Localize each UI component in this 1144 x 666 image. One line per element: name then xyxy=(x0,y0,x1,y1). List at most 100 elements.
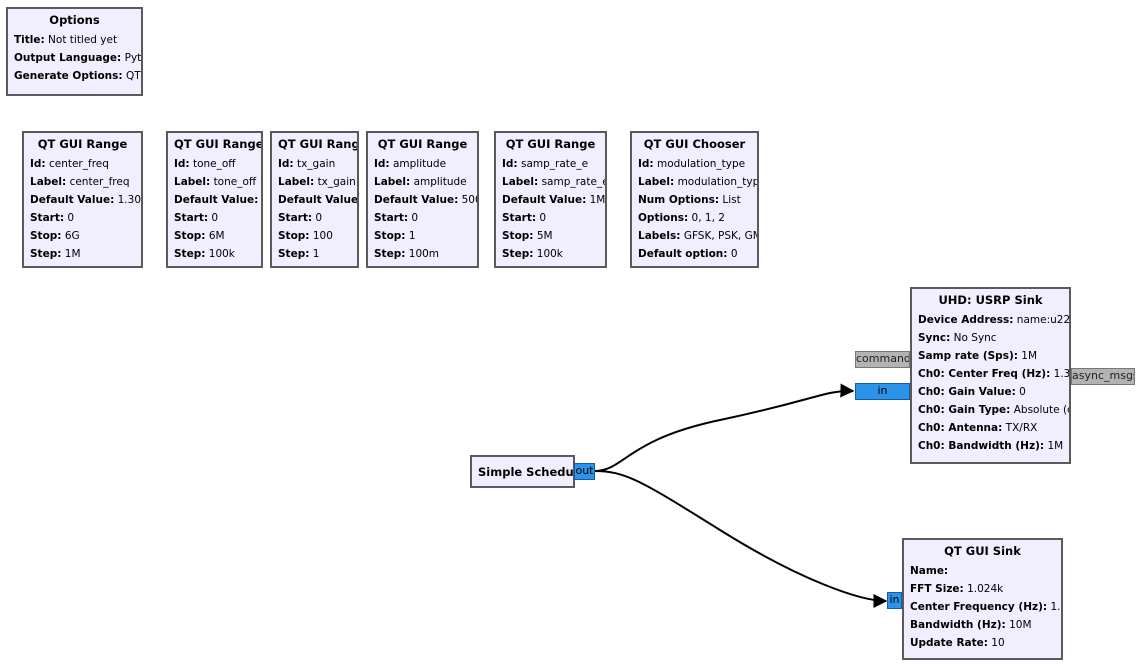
param-value: 10 xyxy=(991,637,1005,649)
param-row: Step: 1M xyxy=(30,245,135,263)
param-value: 1M xyxy=(1021,350,1038,362)
param-row: Center Frequency (Hz): 1.302G xyxy=(910,598,1061,616)
param-row: Id: tone_off xyxy=(174,155,255,173)
param-value: 1.302G xyxy=(1053,368,1071,380)
param-value: 1.302G xyxy=(1050,601,1061,613)
param-value: 10M xyxy=(1009,619,1032,631)
param-key: Bandwidth (Hz): xyxy=(910,619,1006,631)
param-row: Num Options: List xyxy=(638,191,751,209)
param-value: 1M xyxy=(589,194,606,206)
param-value: 100m xyxy=(408,248,440,260)
wire-scheduler-to-usrp[interactable] xyxy=(593,383,855,472)
param-row: Label: modulation_type xyxy=(638,173,757,191)
param-row: Step: 100k xyxy=(174,245,255,263)
param-row: Step: 100m xyxy=(374,245,471,263)
param-row: Label: amplitude xyxy=(374,173,471,191)
param-row: Stop: 6G xyxy=(30,227,135,245)
param-row: Options: 0, 1, 2 xyxy=(638,209,751,227)
scheduler-out-port[interactable]: out xyxy=(574,463,595,480)
param-key: Stop: xyxy=(174,230,206,242)
param-key: Name: xyxy=(910,565,949,577)
param-value: tone_off xyxy=(213,176,257,188)
param-value: 0 xyxy=(411,212,419,224)
param-value: 6M xyxy=(208,230,225,242)
uhd-usrp-sink-block[interactable]: UHD: USRP Sink Device Address: name:u220… xyxy=(910,287,1071,464)
param-row: Id: tx_gain xyxy=(278,155,351,173)
param-value: tx_gain xyxy=(296,158,336,170)
param-row: Bandwidth (Hz): 10M xyxy=(910,616,1055,634)
param-value: amplitude xyxy=(392,158,447,170)
param-row: Samp rate (Sps): 1M xyxy=(918,347,1063,365)
param-value: 1.302G xyxy=(117,194,142,206)
param-value: 1 xyxy=(312,248,320,260)
param-key: Label: xyxy=(374,176,411,188)
param-value: samp_rate_e xyxy=(520,158,589,170)
param-key: Ch0: Antenna: xyxy=(918,422,1003,434)
wire-scheduler-to-qt-sink[interactable] xyxy=(593,470,888,608)
param-key: Ch0: Gain Type: xyxy=(918,404,1011,416)
param-row: Default option: 0 xyxy=(638,245,751,263)
param-value: modulation_type xyxy=(677,176,759,188)
param-row: Start: 0 xyxy=(374,209,471,227)
param-key: Id: xyxy=(278,158,294,170)
param-value: 0, 1, 2 xyxy=(691,212,725,224)
block-title: QT GUI Range xyxy=(174,137,263,151)
param-row: Default Value: 1.302G xyxy=(30,191,141,209)
param-value: center_freq xyxy=(69,176,130,188)
usrp-command-port[interactable]: command xyxy=(855,351,910,368)
param-row: Start: 0 xyxy=(174,209,255,227)
param-key: Samp rate (Sps): xyxy=(918,350,1018,362)
param-key: Labels: xyxy=(638,230,681,242)
param-row: Generate Options: QT GUI xyxy=(14,67,141,85)
param-key: Stop: xyxy=(30,230,62,242)
param-row: FFT Size: 1.024k xyxy=(910,580,1055,598)
param-key: Default Value: xyxy=(174,194,259,206)
param-key: Stop: xyxy=(278,230,310,242)
param-value: modulation_type xyxy=(656,158,746,170)
param-key: Default Value: xyxy=(278,194,359,206)
param-key: Start: xyxy=(278,212,313,224)
param-key: Label: xyxy=(502,176,539,188)
param-key: Id: xyxy=(374,158,390,170)
param-value: tone_off xyxy=(192,158,236,170)
param-key: Output Language: xyxy=(14,52,122,64)
param-row: Label: samp_rate_e xyxy=(502,173,605,191)
param-row: Default Value: 1M xyxy=(502,191,605,209)
param-value: Absolute (dB) xyxy=(1013,404,1069,416)
param-row: Stop: 100 xyxy=(278,227,351,245)
param-value: QT GUI xyxy=(125,70,141,82)
usrp-in-port[interactable]: in xyxy=(855,383,910,400)
param-row: Step: 100k xyxy=(502,245,599,263)
param-value: List xyxy=(722,194,741,206)
param-value: 500m xyxy=(461,194,477,206)
param-key: Step: xyxy=(278,248,310,260)
param-row: Stop: 6M xyxy=(174,227,255,245)
param-key: Start: xyxy=(174,212,209,224)
param-value: 100k xyxy=(208,248,235,260)
block-title: Options xyxy=(49,13,100,27)
simple-scheduler-block[interactable]: Simple Scheduler xyxy=(470,455,575,488)
param-key: Default Value: xyxy=(502,194,587,206)
qt-sink-in-port[interactable]: in xyxy=(887,592,902,609)
usrp-async-msgs-port[interactable]: async_msgs xyxy=(1071,368,1135,385)
param-row: Label: tx_gain xyxy=(278,173,356,191)
param-key: Start: xyxy=(374,212,409,224)
param-row: Sync: No Sync xyxy=(918,329,1063,347)
param-key: Options: xyxy=(638,212,689,224)
param-key: Ch0: Center Freq (Hz): xyxy=(918,368,1051,380)
param-row: Output Language: Python xyxy=(14,49,141,67)
param-value: 1.024k xyxy=(967,583,1004,595)
param-key: Step: xyxy=(502,248,534,260)
param-key: Start: xyxy=(502,212,537,224)
param-row: Id: amplitude xyxy=(374,155,471,173)
param-value: Not titled yet xyxy=(48,34,118,46)
